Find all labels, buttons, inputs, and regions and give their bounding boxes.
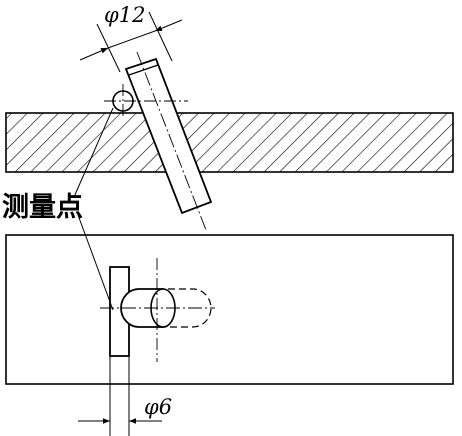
top-section-workpiece <box>5 112 454 173</box>
bottom-dimension: φ6 <box>78 395 172 424</box>
measure-point-label: 测量点 <box>2 192 83 223</box>
plan-gauge-pin <box>109 266 130 436</box>
measure-point-leaders <box>73 107 114 311</box>
top-dimension-label: φ12 <box>104 3 145 27</box>
tilted-gauge-pin <box>124 51 213 231</box>
plan-measure-ball <box>100 258 215 362</box>
bottom-dimension-label: φ6 <box>144 395 172 419</box>
top-dimension: φ12 <box>79 3 183 73</box>
bottom-plan-workpiece <box>5 234 454 385</box>
measure-ball <box>104 84 188 118</box>
